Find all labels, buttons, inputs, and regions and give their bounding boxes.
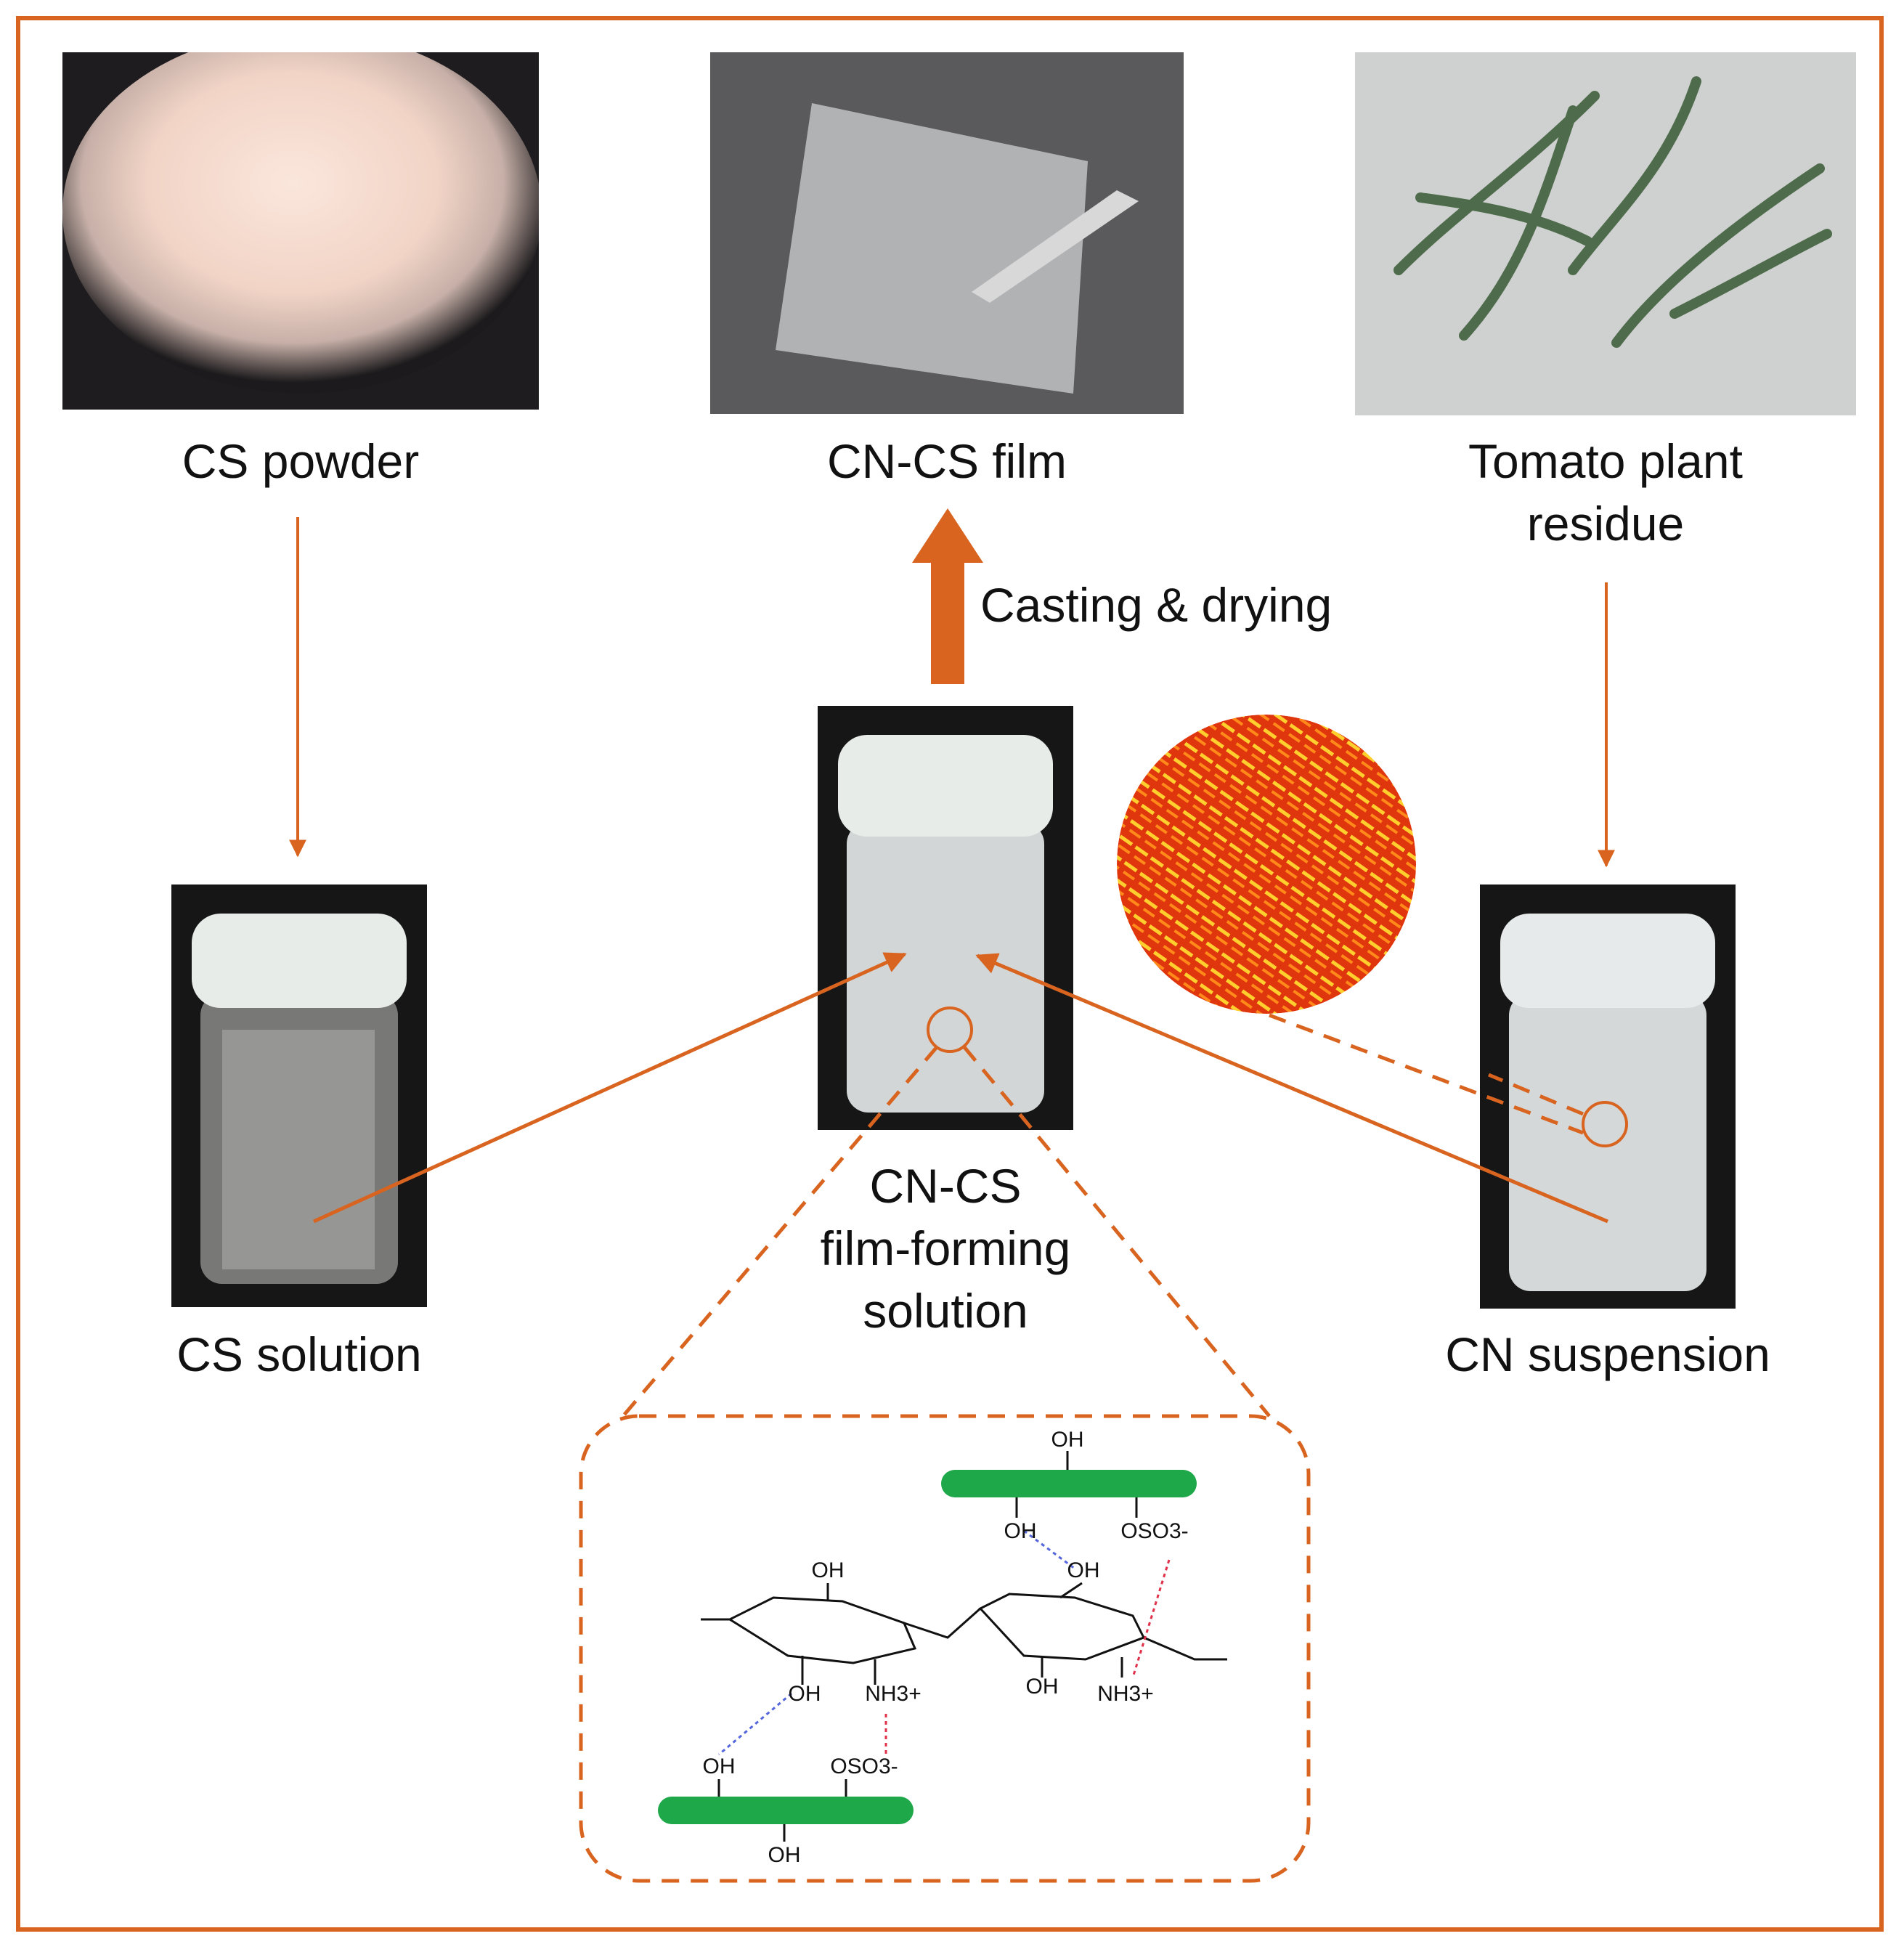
cn-cs-film-label: CN-CS film: [827, 434, 1067, 488]
cn-suspension-vial-photo: [1480, 884, 1736, 1309]
casting-drying-label: Casting & drying: [980, 578, 1333, 632]
tomato-residue-label-line2: residue: [1526, 497, 1685, 550]
tomato-residue-photo: [1355, 52, 1856, 415]
ffs-label-line2: film-forming: [820, 1221, 1071, 1275]
outer-frame: [16, 16, 1884, 1932]
cn-cs-film-photo: [710, 52, 1184, 414]
ffs-label-line1: CN-CS: [869, 1159, 1022, 1213]
cn-cs-solution-vial-photo: [818, 706, 1073, 1130]
cs-solution-vial-photo: [171, 884, 427, 1307]
cs-solution-label: CS solution: [176, 1327, 422, 1381]
tomato-residue-label-line1: Tomato plant: [1468, 434, 1743, 488]
cn-suspension-label: CN suspension: [1445, 1327, 1770, 1381]
cs-powder-label: CS powder: [182, 434, 420, 488]
ffs-label-line3: solution: [863, 1284, 1028, 1338]
cs-powder-photo: [62, 52, 539, 410]
